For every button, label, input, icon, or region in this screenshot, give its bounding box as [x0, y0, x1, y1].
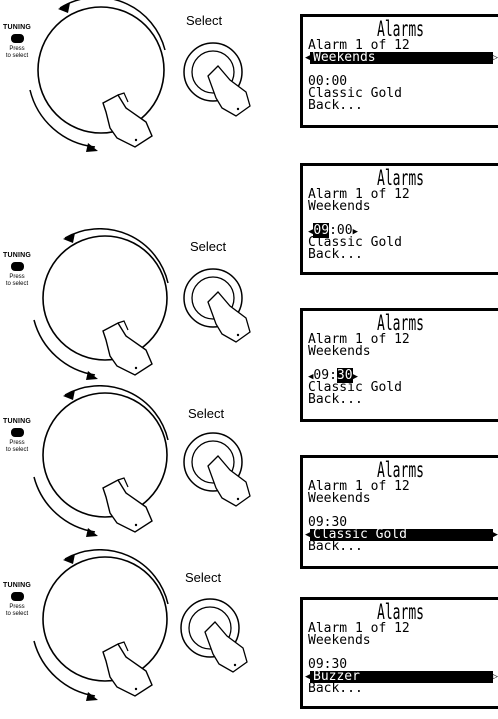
back-item[interactable]: Back...: [308, 247, 363, 262]
tuning-label: TUNING: [2, 252, 32, 259]
alarm-number: Alarm 1 of 12: [308, 38, 410, 53]
rotary-dial-icon[interactable]: [0, 0, 175, 170]
alarm-time: 00:00: [308, 74, 348, 89]
alarm-number: Alarm 1 of 12: [308, 187, 410, 202]
to-select-label: to select: [5, 447, 29, 453]
select-button-icon[interactable]: [178, 426, 260, 516]
tuning-control: TUNING Press to select: [0, 24, 34, 60]
tuning-control: TUNING Press to select: [0, 582, 34, 618]
alarm-station: Classic Gold: [308, 235, 402, 250]
right-arrow-icon: ▶: [352, 372, 358, 382]
tuning-button-icon[interactable]: [10, 262, 24, 271]
to-select-label: to select: [5, 53, 29, 59]
screen-title: Alarms: [376, 166, 425, 190]
hour-value[interactable]: 09: [313, 368, 330, 383]
screen-title: Alarms: [376, 458, 425, 482]
alarm-time: 09:30: [308, 515, 348, 530]
tuning-label: TUNING: [2, 24, 32, 31]
tuning-label: TUNING: [2, 418, 32, 425]
select-label: Select: [186, 13, 223, 28]
press-label: Press: [9, 274, 25, 280]
alarm-station: Classic Gold: [308, 86, 402, 101]
tuning-label: TUNING: [2, 582, 32, 589]
select-label: Select: [188, 406, 225, 421]
hour-value[interactable]: 09: [313, 223, 330, 238]
to-select-label: to select: [5, 281, 29, 287]
alarm-station-selected[interactable]: ◀Buzzer ▷: [305, 669, 498, 684]
tuning-button-icon[interactable]: [10, 592, 24, 601]
select-button-icon[interactable]: [178, 262, 260, 352]
alarm-days: Weekends: [308, 491, 371, 506]
time-separator: :: [329, 368, 337, 383]
alarm-time: 09:30: [308, 657, 348, 672]
to-select-label: to select: [5, 611, 29, 617]
time-separator: :: [329, 223, 337, 238]
alarm-days: Weekends: [308, 199, 371, 214]
tuning-button-icon[interactable]: [10, 34, 24, 43]
back-item[interactable]: Back...: [308, 539, 363, 554]
alarm-time-edit[interactable]: ◀09:30▶: [303, 368, 498, 383]
alarm-number: Alarm 1 of 12: [308, 621, 410, 636]
press-label: Press: [9, 46, 25, 52]
right-arrow-icon: ▷: [492, 671, 498, 683]
alarm-screen-2: Alarms Alarm 1 of 12 Weekends ◀09:00▶ Cl…: [300, 163, 498, 275]
left-arrow-icon: ◀: [308, 227, 314, 237]
station-value: Buzzer: [313, 669, 360, 684]
right-arrow-icon: ▶: [492, 529, 498, 541]
alarm-number: Alarm 1 of 12: [308, 332, 410, 347]
alarm-days: Weekends: [308, 344, 371, 359]
screen-title: Alarms: [376, 311, 425, 335]
alarm-screen-4: Alarms Alarm 1 of 12 Weekends 09:30 ◀Cla…: [300, 455, 498, 569]
alarm-screen-5: Alarms Alarm 1 of 12 Weekends 09:30 ◀Buz…: [300, 597, 498, 709]
alarm-station-selected[interactable]: ◀Classic Gold ▶: [305, 527, 498, 542]
minute-value[interactable]: 30: [336, 368, 353, 383]
select-label: Select: [190, 239, 227, 254]
days-value: Weekends: [313, 50, 376, 65]
tuning-control: TUNING Press to select: [0, 418, 34, 454]
right-arrow-icon: ▷: [492, 52, 498, 64]
select-button-icon[interactable]: [178, 36, 260, 126]
select-label: Select: [185, 570, 222, 585]
back-item[interactable]: Back...: [308, 392, 363, 407]
left-arrow-icon: ◀: [305, 52, 311, 64]
alarm-station: Classic Gold: [308, 380, 402, 395]
left-arrow-icon: ◀: [305, 529, 311, 541]
alarm-time-edit[interactable]: ◀09:00▶: [303, 223, 498, 238]
back-item[interactable]: Back...: [308, 98, 363, 113]
alarm-number: Alarm 1 of 12: [308, 479, 410, 494]
select-button-icon[interactable]: [175, 592, 257, 682]
left-arrow-icon: ◀: [305, 671, 311, 683]
back-item[interactable]: Back...: [308, 681, 363, 696]
rotary-dial-icon[interactable]: [0, 385, 175, 555]
alarm-screen-1: Alarms Alarm 1 of 12 ◀Weekends ▷ 00:00 Cl…: [300, 14, 498, 128]
screen-title: Alarms: [376, 17, 425, 41]
press-label: Press: [9, 604, 25, 610]
station-value: Classic Gold: [313, 527, 407, 542]
alarm-days-selected[interactable]: ◀Weekends ▷: [305, 50, 498, 65]
minute-value[interactable]: 00: [336, 223, 353, 238]
press-label: Press: [9, 440, 25, 446]
tuning-button-icon[interactable]: [10, 428, 24, 437]
rotary-dial-icon[interactable]: [0, 549, 175, 719]
alarm-screen-3: Alarms Alarm 1 of 12 Weekends ◀09:30▶ Cl…: [300, 308, 498, 422]
screen-title: Alarms: [376, 600, 425, 624]
rotary-dial-icon[interactable]: [0, 228, 175, 398]
right-arrow-icon: ▶: [352, 227, 358, 237]
left-arrow-icon: ◀: [308, 372, 314, 382]
alarm-days: Weekends: [308, 633, 371, 648]
tuning-control: TUNING Press to select: [0, 252, 34, 288]
